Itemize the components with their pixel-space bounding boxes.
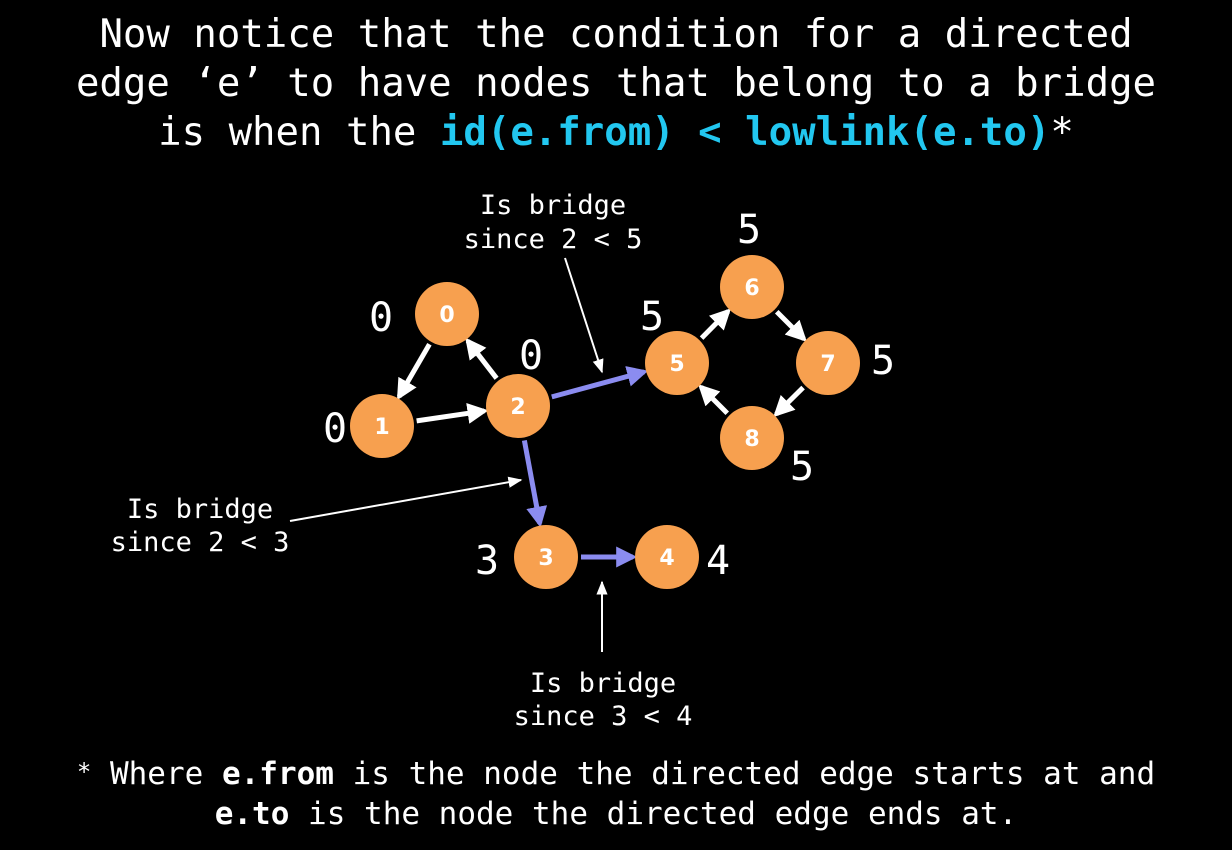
node-circle [635,525,699,589]
node-circle [796,331,860,395]
title-asterisk: * [1050,110,1074,155]
lowlink-8: 5 [790,444,814,490]
node-label: 1 [374,415,389,440]
footnote-asterisk: * [76,758,92,786]
node-label: 4 [659,546,674,571]
node-7: 7 [796,331,860,395]
lowlink-3: 3 [475,538,499,584]
lowlink-4: 4 [706,538,730,584]
lowlink-7: 5 [871,338,895,384]
lowlink-6: 5 [737,207,761,253]
edge-6-7 [774,309,807,342]
edge-2-0 [465,337,499,380]
node-label: 2 [510,395,525,420]
node-circle [645,331,709,395]
edges-layer [396,308,807,568]
node-label: 3 [538,546,553,571]
footnote: * Where e.from is the node the directed … [0,752,1232,834]
footnote-eto: e.to [214,796,290,832]
annotation-line-1: Is bridge [480,190,626,221]
footnote-text-1: Where [91,756,222,792]
node-5: 5 [645,331,709,395]
footnote-text-2: is the node the directed edge starts at … [333,756,1156,792]
node-3: 3 [514,525,578,589]
nodes-layer: 0 1 2 3 4 5 6 7 8 [350,255,860,589]
annotation-line-2: since 2 < 3 [111,527,290,558]
annotation-line-2: since 3 < 4 [514,701,693,732]
node-label: 6 [744,276,759,301]
node-circle [720,406,784,470]
node-circle [415,282,479,346]
title-line-3-prefix: is when the [158,110,440,155]
annotation-line-1: Is bridge [530,668,676,699]
node-circle [350,394,414,458]
node-8: 8 [720,406,784,470]
annotation-line-2: since 2 < 5 [464,224,643,255]
edge-7-8 [773,385,805,418]
node-1: 1 [350,394,414,458]
node-label: 0 [439,303,454,328]
edge-2-5 [551,366,649,400]
edge-1-2 [416,403,489,424]
lowlink-0: 0 [369,295,393,341]
edge-5-6 [699,308,732,340]
node-label: 8 [744,427,759,452]
node-4: 4 [635,525,699,589]
footnote-efrom: e.from [221,756,334,792]
annotation-line-1: Is bridge [127,494,273,525]
edge-2-3 [521,439,548,528]
node-0: 0 [415,282,479,346]
node-2: 2 [486,374,550,438]
annotation-pointer [289,476,523,522]
annotation-pointer [564,257,604,374]
lowlink-5: 5 [640,294,664,340]
bridge-condition: id(e.from) < lowlink(e.to) [439,110,1051,155]
lowlink-2: 0 [519,333,543,379]
node-6: 6 [720,255,784,319]
node-circle [720,255,784,319]
node-label: 7 [820,352,835,377]
node-label: 5 [669,352,684,377]
lowlink-1: 0 [323,406,347,452]
slide-title: Now notice that the condition for a dire… [0,10,1232,157]
title-line-1: Now notice that the condition for a dire… [99,12,1133,57]
edge-8-5 [698,384,730,416]
node-circle [486,374,550,438]
edge-0-1 [396,343,432,401]
node-circle [514,525,578,589]
footnote-text-3: is the node the directed edge ends at. [289,796,1018,832]
title-line-2: edge ‘e’ to have nodes that belong to a … [75,61,1157,106]
